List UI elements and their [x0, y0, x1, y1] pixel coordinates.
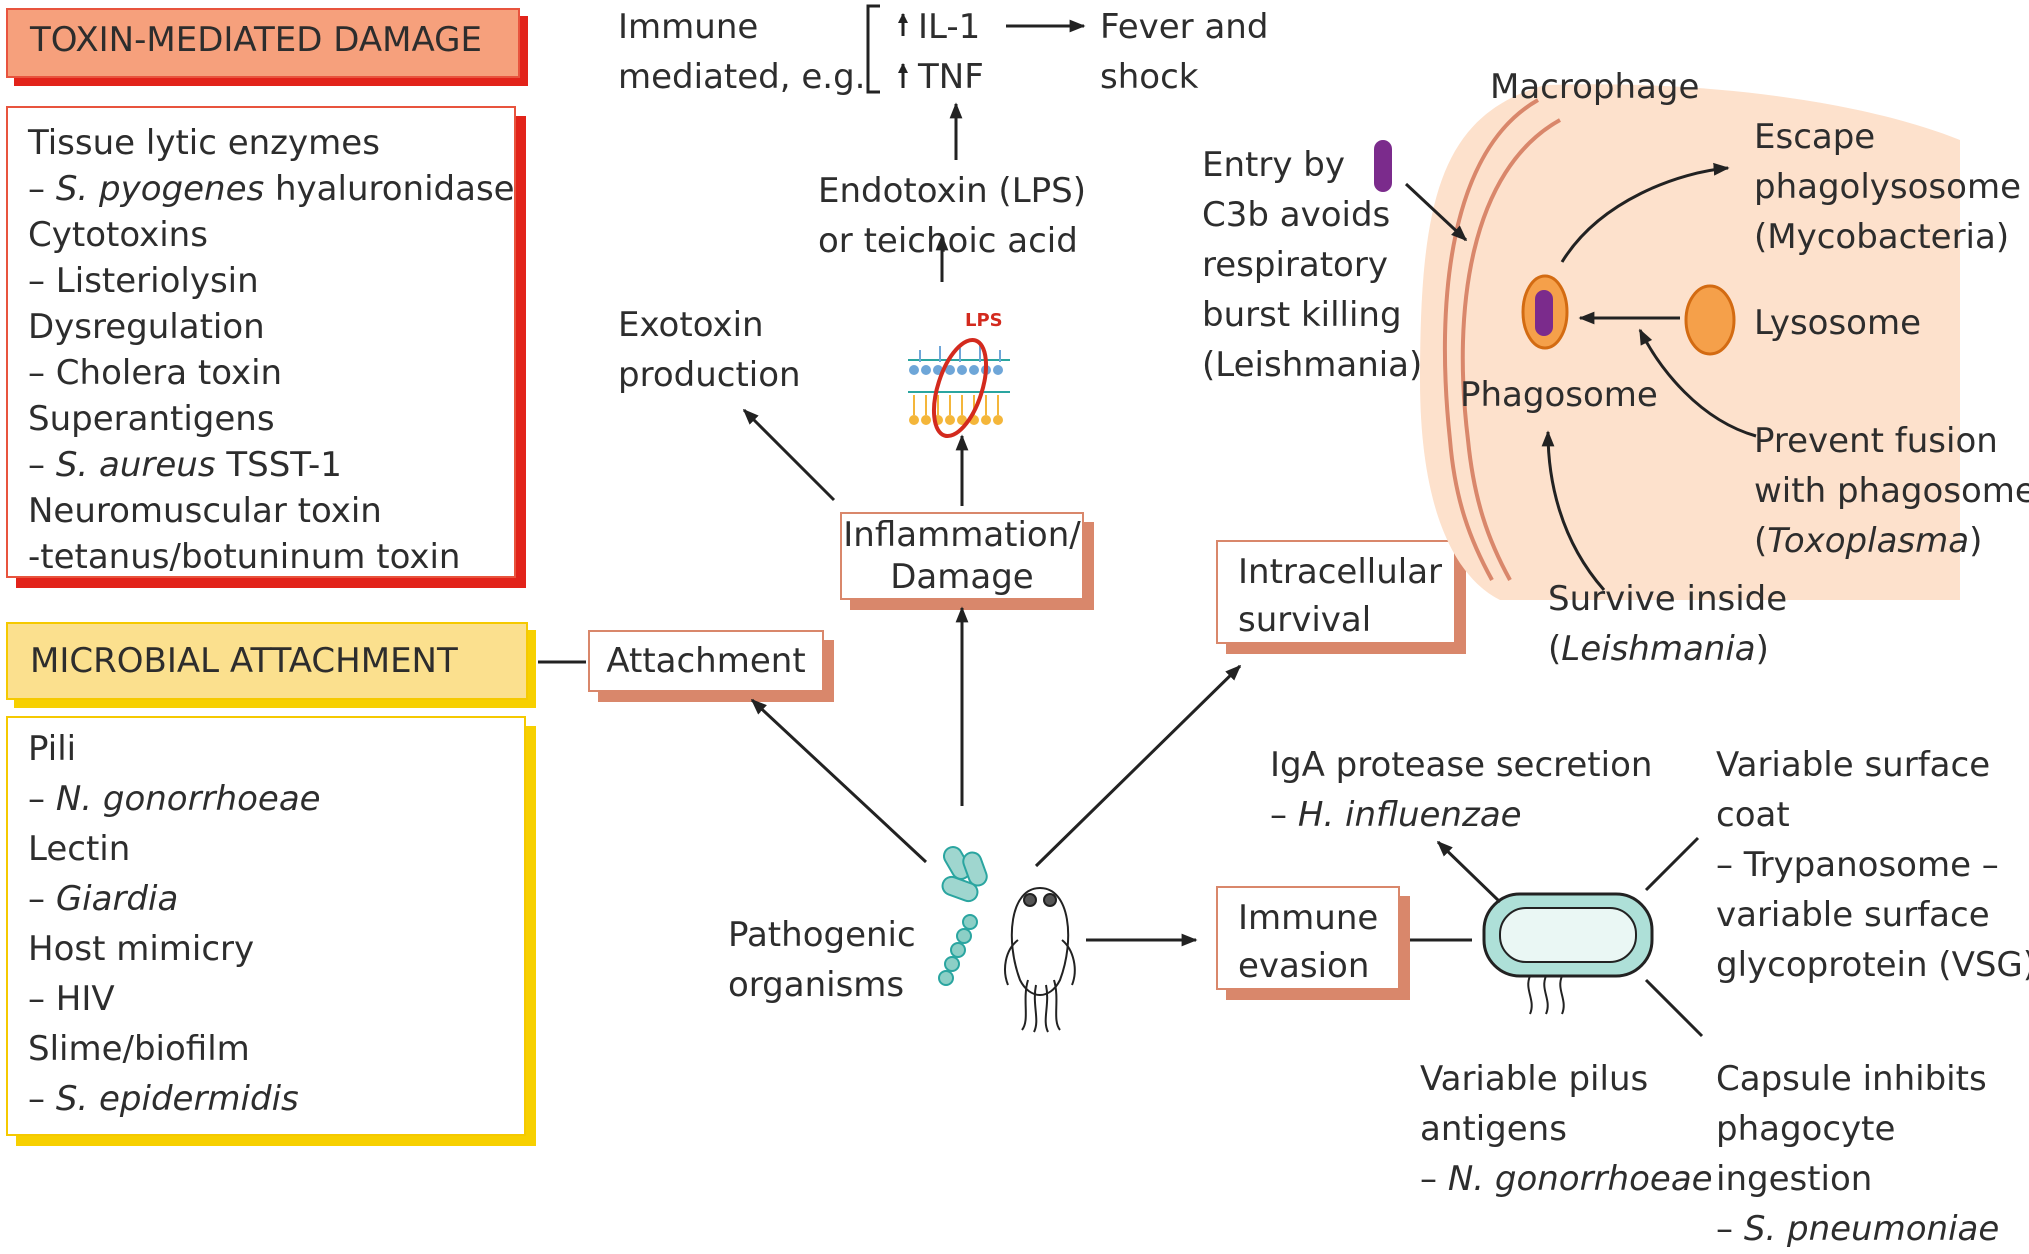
macrophage-cell: [1420, 84, 1960, 600]
toxin-panel: Tissue lytic enzymes – S. pyogenes hyalu…: [6, 106, 516, 578]
prevent-fusion-label: Prevent fusion with phagosome (Toxoplasm…: [1754, 421, 2029, 561]
lps-label: LPS: [965, 310, 1003, 331]
giardia-icon: [1004, 886, 1076, 1033]
variable-pilus-label: Variable pilus antigens – N. gonorrhoeae: [1420, 1059, 1713, 1199]
toxin-line: Neuromuscular toxin: [28, 491, 382, 531]
attachment-line: Host mimicry: [28, 929, 255, 969]
escape-label: Escape phagolysosome (Mycobacteria): [1754, 117, 2021, 257]
exotoxin-label: Exotoxin production: [618, 305, 801, 395]
toxin-line: -tetanus/botuninum toxin: [28, 537, 461, 577]
toxin-line: Tissue lytic enzymes: [28, 123, 380, 163]
immune-mediated-label: Immune mediated, e.g.: [618, 7, 866, 97]
attachment-line: – S. epidermidis: [28, 1079, 299, 1119]
attachment-line: Slime/biofilm: [28, 1029, 250, 1069]
tnf-label: TNF: [918, 57, 984, 97]
bacterium-icon: [1374, 140, 1392, 192]
attachment-list: Pili – N. gonorrhoeae Lectin – Giardia H…: [28, 724, 524, 1124]
capsule-label: Capsule inhibits phagocyte ingestion – S…: [1716, 1059, 2000, 1249]
attachment-header-label: MICROBIAL ATTACHMENT: [30, 641, 458, 681]
lysosome-label: Lysosome: [1754, 303, 1922, 343]
iga-protease-label: IgA protease secretion – H. influenzae: [1270, 745, 1653, 835]
toxin-line: – Cholera toxin: [28, 353, 283, 393]
variable-surface-coat-label: Variable surface coat – Trypanosome – va…: [1716, 745, 2029, 985]
il1-label: IL-1: [918, 7, 981, 47]
connector-arrows: [538, 19, 1757, 1038]
attachment-line: – HIV: [28, 979, 115, 1019]
fever-shock-label: Fever and shock: [1100, 7, 1269, 97]
survive-inside-label: Survive inside (Leishmania): [1548, 579, 1788, 669]
toxin-list: Tissue lytic enzymes – S. pyogenes hyalu…: [28, 120, 515, 580]
phagosome-label: Phagosome: [1460, 375, 1658, 415]
toxin-line: Superantigens: [28, 399, 275, 439]
entry-label: Entry by C3b avoids respiratory burst ki…: [1202, 145, 1423, 385]
toxin-line: – Listeriolysin: [28, 261, 259, 301]
endotoxin-label: Endotoxin (LPS) or teichoic acid: [818, 171, 1086, 261]
toxin-header-label: TOXIN-MEDIATED DAMAGE: [30, 20, 482, 60]
immune-evasion-box: Immune evasion: [1216, 886, 1400, 990]
lps-membrane-icon: [908, 337, 1010, 439]
lysosome-icon: [1684, 284, 1736, 356]
attachment-line: – Giardia: [28, 879, 179, 919]
inflammation-damage-box: Inflammation/ Damage: [840, 512, 1084, 600]
pathogenic-organisms-label: Pathogenic organisms: [728, 915, 916, 1005]
macrophage-label: Macrophage: [1490, 67, 1700, 107]
cytokine-bracket: [866, 4, 908, 94]
toxin-line: Cytotoxins: [28, 215, 208, 255]
attachment-line: Pili: [28, 729, 77, 769]
bacteria-cluster-icon: [938, 846, 988, 986]
attachment-box: Attachment: [588, 630, 824, 692]
attachment-line: – N. gonorrhoeae: [28, 779, 321, 819]
phagosome-icon: [1521, 274, 1569, 350]
capsule-bacterium-icon: [1482, 892, 1654, 1015]
attachment-header: MICROBIAL ATTACHMENT: [6, 622, 528, 700]
attachment-panel: Pili – N. gonorrhoeae Lectin – Giardia H…: [6, 716, 526, 1136]
attachment-line: Lectin: [28, 829, 131, 869]
toxin-line: – S. pyogenes hyaluronidase: [28, 169, 515, 209]
toxin-line: Dysregulation: [28, 307, 265, 347]
intracellular-survival-box: Intracellular survival: [1216, 540, 1456, 644]
toxin-header: TOXIN-MEDIATED DAMAGE: [6, 8, 520, 78]
toxin-line: – S. aureus TSST-1: [28, 445, 342, 485]
